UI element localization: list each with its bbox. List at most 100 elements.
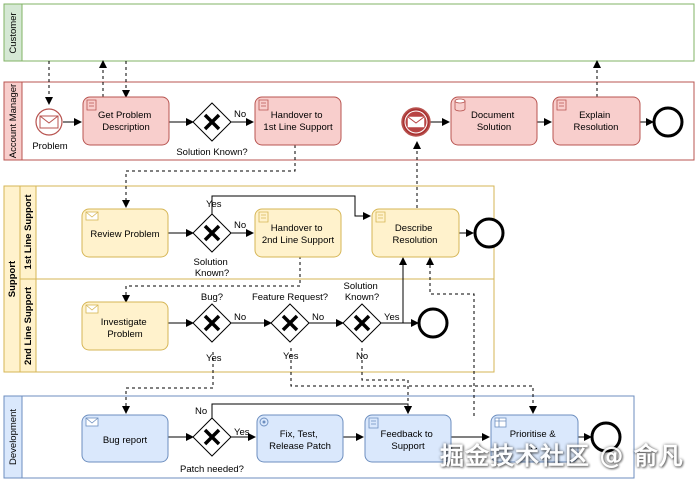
gateway-label: Solution Known? [176, 147, 247, 158]
flow-label-no: No [234, 109, 246, 120]
flow-label-yes: Yes [384, 312, 400, 323]
task-get-problem-description[interactable]: Get Problem Description [82, 96, 170, 146]
table-icon [494, 417, 507, 428]
task-handover-2nd-line[interactable]: Handover to 2nd Line Support [254, 208, 342, 258]
svg-text:Bug report: Bug report [103, 435, 148, 446]
lane-label-development: Development [8, 409, 19, 465]
task-label-line: 1st Line Support [263, 122, 333, 133]
gateway-bug: Bug? [192, 292, 232, 343]
end-event-1st-line [473, 217, 505, 249]
xor-icon [203, 314, 221, 332]
user-task-icon [368, 417, 379, 429]
task-handover-1st-line[interactable]: Handover to 1st Line Support [254, 96, 342, 146]
gateway-label: Solution [344, 281, 378, 292]
svg-text:Fix, Test, Release Patch: Fix, Test, Release Patch [269, 429, 331, 452]
task-label-line: Resolution [393, 235, 438, 246]
start-event-problem: Problem [32, 108, 68, 152]
task-document-solution[interactable]: Document Solution [450, 96, 538, 146]
lane-label-account-manager: Account Manager [8, 84, 19, 158]
message-task-icon [85, 417, 99, 427]
task-label-line: Fix, Test, [280, 429, 318, 440]
lane-label-2nd-line: 2nd Line Support [23, 286, 34, 365]
xor-icon [203, 224, 221, 242]
flow-label-no: No [195, 406, 207, 417]
task-label-line: Handover to [271, 223, 323, 234]
task-prioritise[interactable]: Prioritise & ... [490, 414, 579, 463]
database-icon [454, 98, 466, 104]
xor-icon [353, 314, 371, 332]
task-label-line: Feedback to [381, 429, 433, 440]
message-task-icon [85, 211, 99, 221]
task-label-line: Solution [477, 122, 511, 133]
svg-text:Solution Known?: Solution Known? [194, 257, 231, 279]
task-fix-test-release[interactable]: Fix, Test, Release Patch [256, 414, 344, 463]
task-label-line: Bug report [103, 435, 148, 446]
svg-text:Investigate Problem: Investigate Problem [101, 317, 150, 340]
flow-label-yes: Yes [206, 199, 222, 210]
xor-icon [281, 314, 299, 332]
task-investigate-problem[interactable]: Investigate Problem [81, 301, 169, 351]
task-label-line: Handover to [271, 110, 323, 121]
svg-text:Explain Resolution: Explain Resolution [574, 110, 619, 133]
gateway-solution-known-am: Solution Known? [176, 102, 248, 158]
task-label-line: Investigate [101, 317, 147, 328]
user-task-icon [556, 99, 567, 111]
gateway-patch-needed: Patch needed? [180, 417, 244, 475]
flow-label-no: No [234, 312, 246, 323]
svg-text:Describe Resolution: Describe Resolution [393, 223, 438, 246]
flow-label-no: No [356, 351, 368, 362]
gateway-label: Known? [195, 268, 229, 279]
gateway-solution-known-2nd: Solution Known? [342, 281, 382, 343]
sequence-flows [63, 118, 654, 441]
start-event-label: Problem [32, 141, 67, 152]
xor-icon [203, 113, 221, 131]
message-flows [45, 60, 601, 416]
user-task-icon [258, 211, 269, 223]
gateway-label: Solution [194, 257, 228, 268]
message-event-document [401, 107, 431, 137]
task-label-line: Description [102, 122, 150, 133]
gateway-feature-request: Feature Request? [252, 292, 328, 343]
task-label-line: Describe [395, 223, 433, 234]
watermark: 掘金技术社区 @ 俞凡 [440, 442, 684, 470]
flow-label-yes: Yes [206, 353, 222, 364]
flow-labels: No No Yes No Yes No Yes Yes No No Yes [195, 109, 400, 438]
task-label-line: Explain [579, 110, 610, 121]
task-label-line: Review Problem [90, 229, 159, 240]
lane-label-customer: Customer [8, 12, 19, 53]
lane-label-support: Support [7, 260, 18, 297]
gear-icon [259, 417, 269, 427]
end-event-development [590, 421, 622, 453]
pool-customer: Customer [3, 3, 695, 62]
end-event-2nd-line [417, 307, 449, 339]
task-label-line: Document [471, 110, 515, 121]
flow-label-yes: Yes [234, 427, 250, 438]
xor-icon [203, 428, 221, 446]
task-review-problem[interactable]: Review Problem [81, 208, 169, 258]
user-task-icon [86, 99, 97, 111]
end-event-account-manager [652, 106, 684, 138]
task-label-line: Get Problem [98, 110, 151, 121]
gateway-label: Feature Request? [252, 292, 328, 303]
task-label-line: Problem [107, 329, 142, 340]
flow-label-no: No [312, 312, 324, 323]
svg-text:Handover to 1st Line Sup: Handover to 1st Line Support [263, 110, 333, 133]
user-task-icon [375, 211, 386, 223]
task-label-line: ... [530, 441, 538, 452]
user-task-icon [258, 99, 269, 111]
task-label-line: Release Patch [269, 441, 331, 452]
task-label-line: Prioritise & [510, 429, 557, 440]
svg-text:Document Solution: Document Solution [471, 110, 517, 133]
gateway-label: Patch needed? [180, 464, 244, 475]
task-label-line: Support [391, 441, 425, 452]
task-bug-report[interactable]: Bug report [81, 414, 169, 463]
task-describe-resolution[interactable]: Describe Resolution [371, 208, 460, 258]
task-feedback-to-support[interactable]: Feedback to Support [364, 414, 452, 463]
gateway-solution-known-1st: Solution Known? [192, 213, 232, 279]
svg-text:Get Problem Description: Get Problem Description [98, 110, 154, 133]
svg-text:Handover to 2nd Line Sup: Handover to 2nd Line Support [262, 223, 335, 246]
task-explain-resolution[interactable]: Explain Resolution [552, 96, 641, 146]
svg-text:Review Problem: Review Problem [90, 229, 159, 240]
flow-label-yes: Yes [283, 351, 299, 362]
